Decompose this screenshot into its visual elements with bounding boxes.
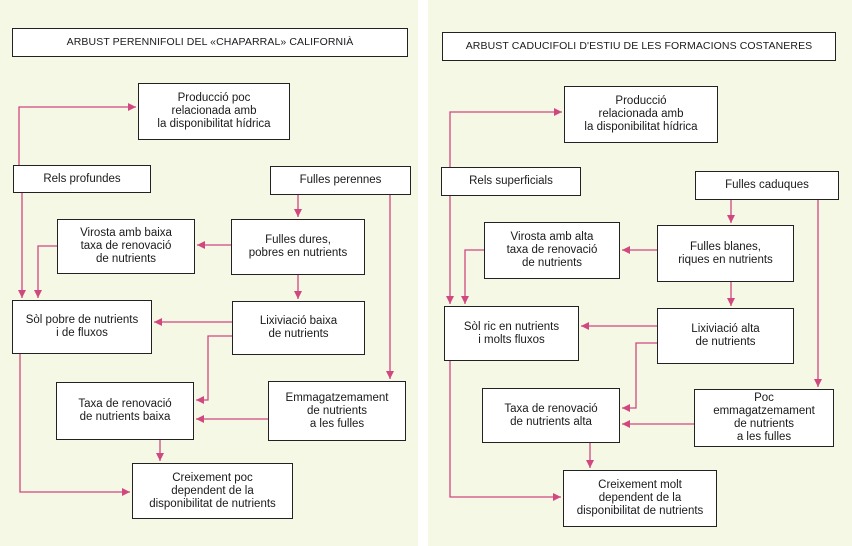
right-title: ARBUST CADUCIFOLI D'ESTIU DE LES FORMACI… xyxy=(442,32,836,61)
right-arrow-sol-creixement xyxy=(449,361,561,501)
left-sol-box: Sòl pobre de nutrients i de fluxos xyxy=(12,300,152,354)
right-sol-box: Sòl ric en nutrients i molts fluxos xyxy=(444,306,579,361)
right-fulles-blanes-box: Fulles blanes, riques en nutrients xyxy=(657,225,794,282)
right-virosta-box: Virosta amb alta taxa de renovació de nu… xyxy=(484,222,620,279)
left-emmagatzemament-box: Emmagatzemament de nutrients a les fulle… xyxy=(268,381,406,441)
left-fulles-dures-box: Fulles dures, pobres en nutrients xyxy=(231,219,365,275)
left-virosta-box: Virosta amb baixa taxa de renovació de n… xyxy=(57,219,195,274)
left-produccio-box: Producció poc relacionada amb la disponi… xyxy=(138,83,290,140)
right-produccio-box: Producció relacionada amb la disponibili… xyxy=(564,86,718,143)
right-rels-box: Rels superficials xyxy=(441,167,581,196)
left-arrow-rels-produccio xyxy=(18,103,136,165)
right-taxa-box: Taxa de renovació de nutrients alta xyxy=(482,388,620,443)
left-fulles-box: Fulles perennes xyxy=(270,166,411,195)
right-fulles-box: Fulles caduques xyxy=(695,171,839,200)
left-lixiviacio-box: Lixiviació baixa de nutrients xyxy=(232,301,365,355)
right-arrow-lixiviacio-taxa xyxy=(622,342,657,412)
left-arrow-sol-creixement xyxy=(19,354,130,496)
right-arrow-rels-produccio xyxy=(449,108,562,167)
left-taxa-box: Taxa de renovació de nutrients baixa xyxy=(56,382,194,440)
right-arrow-virosta-sol xyxy=(461,249,484,304)
left-creixement-box: Creixement poc dependent de la disponibi… xyxy=(132,463,293,519)
right-lixiviacio-box: Lixiviació alta de nutrients xyxy=(657,308,794,364)
right-emmagatzemament-box: Poc emmagatzemament de nutrients a les f… xyxy=(694,389,834,447)
left-rels-box: Rels profundes xyxy=(13,165,151,193)
left-arrow-lixiviacio-taxa xyxy=(196,335,232,404)
right-creixement-box: Creixement molt dependent de la disponib… xyxy=(563,470,717,527)
left-arrow-virosta-sol xyxy=(34,245,57,298)
left-title: ARBUST PERENNIFOLI DEL «CHAPARRAL» CALIF… xyxy=(12,28,408,57)
